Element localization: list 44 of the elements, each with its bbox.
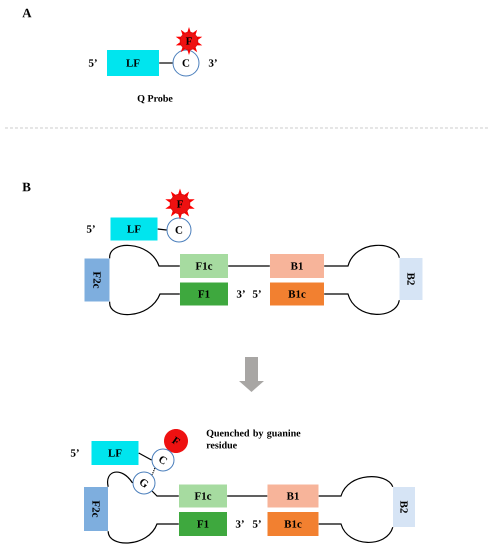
segment-box: F1c (179, 484, 227, 508)
fluorophore-burst: F (176, 27, 202, 55)
end-label: 5’ (86, 225, 95, 233)
segment-box: F2c (84, 487, 108, 531)
segment-box: LF (107, 50, 159, 76)
segment-box: F1c (180, 254, 228, 278)
caption: Q Probe (138, 94, 173, 104)
fluorophore-burst: F (165, 188, 195, 220)
end-label: 3’ (236, 520, 244, 528)
strand-line (109, 293, 180, 316)
segment-box: LF (92, 441, 138, 465)
strand-line (152, 468, 156, 476)
end-label: 3’ (236, 290, 245, 298)
segment-box: B2 (393, 487, 415, 527)
segment-box: F1 (179, 512, 227, 536)
segment-box: B1c (268, 512, 318, 536)
segment-box: B1 (270, 254, 324, 278)
strand-line (107, 472, 133, 487)
strand-line (159, 62, 172, 64)
segment-box: B2 (400, 258, 422, 300)
strand-line (318, 523, 394, 543)
end-label: 5’ (252, 520, 261, 528)
panel-label: Quenched by guanine residue (206, 429, 300, 449)
panel-letter: B (22, 182, 30, 192)
strand-line (324, 293, 400, 315)
strand-line (152, 490, 179, 497)
strand-line (158, 228, 167, 231)
segment-box: F2c (84, 258, 110, 302)
segment-box: F1 (180, 282, 228, 306)
strand-line (109, 244, 180, 267)
end-label: 3’ (208, 59, 217, 67)
strand-line (318, 476, 394, 497)
end-label: 5’ (252, 290, 261, 298)
strand-line (227, 495, 268, 497)
end-label: 5’ (88, 59, 97, 67)
segment-box: B1 (268, 484, 318, 508)
strand-line (228, 265, 270, 267)
panel-letter: A (22, 8, 32, 18)
strand-line (324, 244, 400, 267)
segment-box: B1c (270, 282, 324, 306)
strand-line (108, 523, 179, 544)
strand-line (138, 452, 152, 461)
segment-box: LF (110, 218, 158, 240)
end-label: 5’ (70, 449, 79, 457)
